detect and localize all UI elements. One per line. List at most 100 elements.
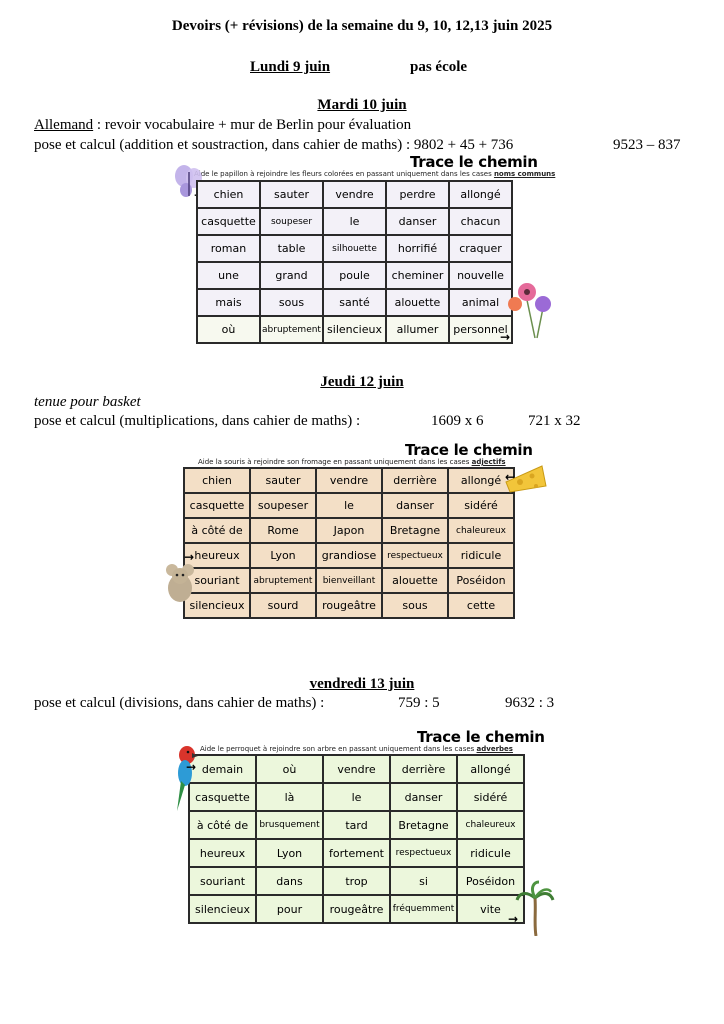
maze2-cell[interactable]: Poséidon (447, 567, 515, 594)
maze1-cell[interactable]: sauter (259, 180, 324, 209)
maze1-cell[interactable]: chien (196, 180, 261, 209)
thursday-calc-2: 721 x 32 (528, 413, 581, 429)
maze1-cell[interactable]: silencieux (322, 315, 387, 344)
maze1-cell[interactable]: animal (448, 288, 513, 317)
maze3-cell[interactable]: sidéré (456, 782, 525, 812)
maze1-cell[interactable]: craquer (448, 234, 513, 263)
maze2-cell[interactable]: sauter (249, 467, 317, 494)
maze3-cell[interactable]: pour (255, 894, 324, 924)
maze1-cell[interactable]: nouvelle (448, 261, 513, 290)
maze2-cell[interactable]: Rome (249, 517, 317, 544)
maze1-cell[interactable]: poule (322, 261, 387, 290)
maze2-cell[interactable]: le (315, 492, 383, 519)
maze1-cell[interactable]: où (196, 315, 261, 344)
maze2-cell[interactable]: silencieux (183, 592, 251, 619)
maze2-cell[interactable]: alouette (381, 567, 449, 594)
maze3-cell[interactable]: dans (255, 866, 324, 896)
maze3-cell[interactable]: souriant (188, 866, 257, 896)
maze3-cell[interactable]: vendre (322, 754, 391, 784)
maze3-cell[interactable]: à côté de (188, 810, 257, 840)
maze2-cell[interactable]: respectueux (381, 542, 449, 569)
maze1-cell[interactable]: une (196, 261, 261, 290)
maze1-cell[interactable]: roman (196, 234, 261, 263)
maze3-cell[interactable]: trop (322, 866, 391, 896)
maze3-cell[interactable]: derrière (389, 754, 458, 784)
maze1-instruction-key: noms communs (493, 170, 556, 178)
maze1-cell[interactable]: soupeser (259, 207, 324, 236)
maze2-cell[interactable]: allongé (447, 467, 515, 494)
maze1-cell[interactable]: vendre (322, 180, 387, 209)
maze3-cell[interactable]: heureux (188, 838, 257, 868)
maze1-cell[interactable]: silhouette (322, 234, 387, 263)
maze3-cell[interactable]: tard (322, 810, 391, 840)
maze2-cell[interactable]: danser (381, 492, 449, 519)
maze2-cell[interactable]: heureux (183, 542, 251, 569)
maze3-cell[interactable]: vite (456, 894, 525, 924)
maze3-cell[interactable]: là (255, 782, 324, 812)
maze1-cell[interactable]: personnel (448, 315, 513, 344)
maze2-cell[interactable]: abruptement (249, 567, 317, 594)
maze2-cell[interactable]: à côté de (183, 517, 251, 544)
maze3-cell[interactable]: le (322, 782, 391, 812)
maze3-cell[interactable]: danser (389, 782, 458, 812)
maze3-cell[interactable]: casquette (188, 782, 257, 812)
maze1-cell[interactable]: horrifié (385, 234, 450, 263)
maze1-cell[interactable]: casquette (196, 207, 261, 236)
maze3-cell[interactable]: demain (188, 754, 257, 784)
maze3-cell[interactable]: Lyon (255, 838, 324, 868)
maze2-cell[interactable]: derrière (381, 467, 449, 494)
maze3-start-arrow: → (186, 760, 197, 774)
maze3-cell[interactable]: fréquemment (389, 894, 458, 924)
maze1-cell[interactable]: table (259, 234, 324, 263)
maze2-cell[interactable]: sourd (249, 592, 317, 619)
maze2-cell[interactable]: grandiose (315, 542, 383, 569)
maze2-cell[interactable]: vendre (315, 467, 383, 494)
maze1-cell[interactable]: perdre (385, 180, 450, 209)
maze2-cell[interactable]: Lyon (249, 542, 317, 569)
maze3-cell[interactable]: chaleureux (456, 810, 525, 840)
maze1-cell[interactable]: le (322, 207, 387, 236)
maze3-cell[interactable]: fortement (322, 838, 391, 868)
maze3-cell[interactable]: respectueux (389, 838, 458, 868)
maze1-cell[interactable]: grand (259, 261, 324, 290)
maze2-trace-title: Trace le chemin (405, 441, 533, 459)
maze1-cell[interactable]: mais (196, 288, 261, 317)
maze2-cell[interactable]: souriant (183, 567, 251, 594)
maze3-cell[interactable]: allongé (456, 754, 525, 784)
maze1-cell[interactable]: alouette (385, 288, 450, 317)
maze2-cell[interactable]: bienveillant (315, 567, 383, 594)
maze2-instruction-text: Aide la souris à rejoindre son fromage e… (198, 458, 472, 466)
maze2-cell[interactable]: sous (381, 592, 449, 619)
maze1-cell[interactable]: chacun (448, 207, 513, 236)
maze2-cell[interactable]: sidéré (447, 492, 515, 519)
maze3-cell[interactable]: brusquement (255, 810, 324, 840)
calc-label: pose et calcul (addition et soustraction… (34, 137, 414, 153)
maze2-cell[interactable]: Bretagne (381, 517, 449, 544)
maze2-cell[interactable]: soupeser (249, 492, 317, 519)
maze3-cell[interactable]: Poséidon (456, 866, 525, 896)
maze2-cell[interactable]: ridicule (447, 542, 515, 569)
maze1-cell[interactable]: sous (259, 288, 324, 317)
maze3-cell[interactable]: Bretagne (389, 810, 458, 840)
maze2-cell[interactable]: cette (447, 592, 515, 619)
maze2-cell[interactable]: casquette (183, 492, 251, 519)
maze2-cell[interactable]: chien (183, 467, 251, 494)
maze2-cell[interactable]: rougeâtre (315, 592, 383, 619)
maze1-cell[interactable]: abruptement (259, 315, 324, 344)
maze3-cell[interactable]: où (255, 754, 324, 784)
maze3-cell[interactable]: si (389, 866, 458, 896)
maze1-cell[interactable]: cheminer (385, 261, 450, 290)
maze2-cell[interactable]: chaleureux (447, 517, 515, 544)
maze3-cell[interactable]: silencieux (188, 894, 257, 924)
maze3-cell[interactable]: ridicule (456, 838, 525, 868)
maze2-cell[interactable]: Japon (315, 517, 383, 544)
maze1-cell[interactable]: santé (322, 288, 387, 317)
maze1-cell[interactable]: danser (385, 207, 450, 236)
maze1-cell[interactable]: allumer (385, 315, 450, 344)
maze3-cell[interactable]: rougeâtre (322, 894, 391, 924)
maze1-cell[interactable]: allongé (448, 180, 513, 209)
